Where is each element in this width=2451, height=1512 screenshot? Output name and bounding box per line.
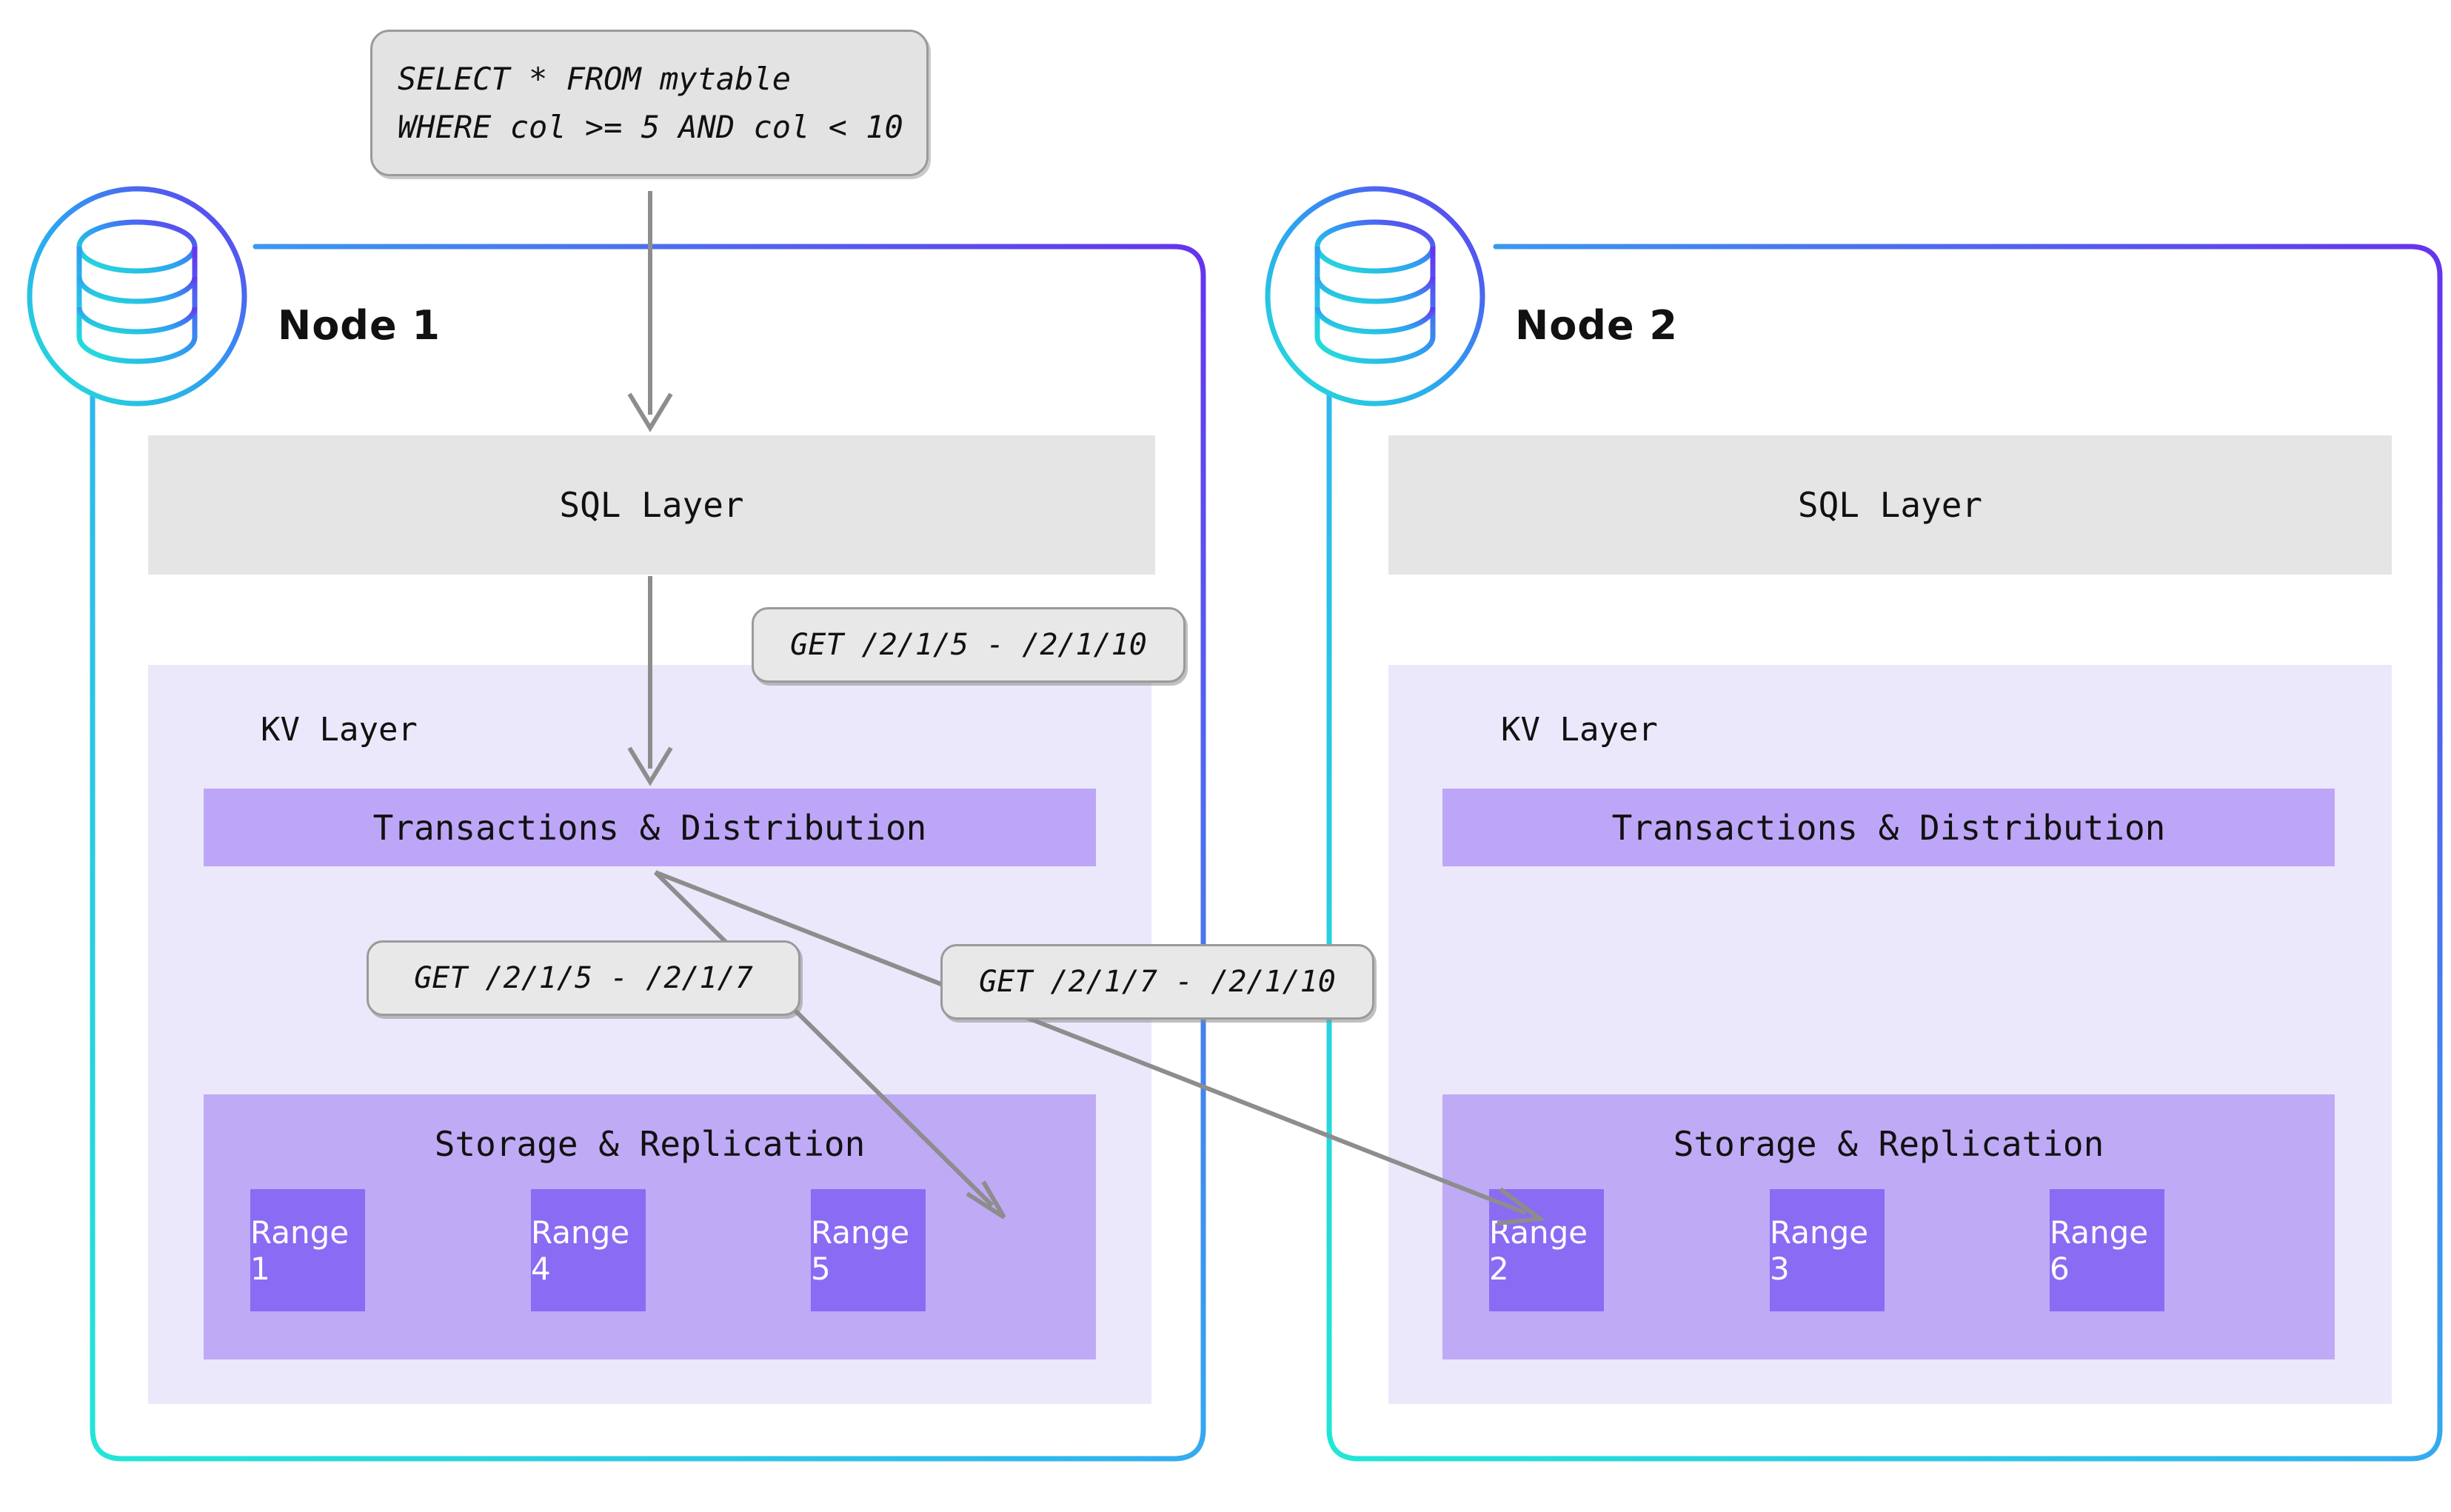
node-2-range-2-label: Range 6 bbox=[2050, 1214, 2149, 1287]
node-1-range-0-label: Range 1 bbox=[250, 1214, 350, 1287]
node-2-title: Node 2 bbox=[1515, 302, 1678, 349]
node-1-title: Node 1 bbox=[278, 302, 441, 349]
node-1-range-2[interactable]: Range 5 bbox=[811, 1189, 926, 1311]
sql-query-box: SELECT * FROM mytable WHERE col >= 5 AND… bbox=[370, 30, 929, 176]
sql-query-line-1: SELECT * FROM mytable bbox=[398, 60, 792, 97]
node-1-transactions-label: Transactions & Distribution bbox=[372, 807, 927, 848]
node-1-range-0[interactable]: Range 1 bbox=[250, 1189, 365, 1311]
node-2-range-1[interactable]: Range 3 bbox=[1770, 1189, 1885, 1311]
node-1-storage-panel: Storage & Replication Range 1 Range 4 Ra… bbox=[204, 1094, 1096, 1359]
node-2-transactions-label: Transactions & Distribution bbox=[1611, 807, 2166, 848]
node-1-database-icon bbox=[27, 186, 247, 407]
node-1-sql-layer-label: SQL Layer bbox=[559, 485, 744, 525]
node-1-storage-label: Storage & Replication bbox=[434, 1124, 866, 1164]
node-2-database-icon bbox=[1265, 186, 1485, 407]
node-2-transactions-bar: Transactions & Distribution bbox=[1442, 789, 2335, 866]
callout-sql-to-kv: GET /2/1/5 - /2/1/10 bbox=[752, 607, 1186, 683]
sql-query-line-2: WHERE col >= 5 AND col < 10 bbox=[398, 109, 903, 145]
node-1-range-1-label: Range 4 bbox=[531, 1214, 630, 1287]
node-2-range-1-label: Range 3 bbox=[1770, 1214, 1869, 1287]
callout-kv-to-remote: GET /2/1/7 - /2/1/10 bbox=[940, 944, 1374, 1020]
node-1-transactions-bar: Transactions & Distribution bbox=[204, 789, 1096, 866]
callout-kv-to-local: GET /2/1/5 - /2/1/7 bbox=[367, 940, 800, 1016]
node-2-sql-layer: SQL Layer bbox=[1388, 435, 2392, 575]
node-2-range-0[interactable]: Range 2 bbox=[1489, 1189, 1604, 1311]
node-2-storage-panel: Storage & Replication Range 2 Range 3 Ra… bbox=[1442, 1094, 2335, 1359]
node-2-kv-layer-label: KV Layer bbox=[1501, 711, 1658, 749]
node-1-range-1[interactable]: Range 4 bbox=[531, 1189, 646, 1311]
node-1-range-2-label: Range 5 bbox=[811, 1214, 910, 1287]
node-2-sql-layer-label: SQL Layer bbox=[1797, 485, 1983, 525]
node-2-range-0-label: Range 2 bbox=[1489, 1214, 1588, 1287]
node-2-storage-label: Storage & Replication bbox=[1673, 1124, 2104, 1164]
node-1-kv-layer-label: KV Layer bbox=[261, 711, 418, 749]
node-1-sql-layer: SQL Layer bbox=[148, 435, 1155, 575]
node-2-range-2[interactable]: Range 6 bbox=[2050, 1189, 2164, 1311]
